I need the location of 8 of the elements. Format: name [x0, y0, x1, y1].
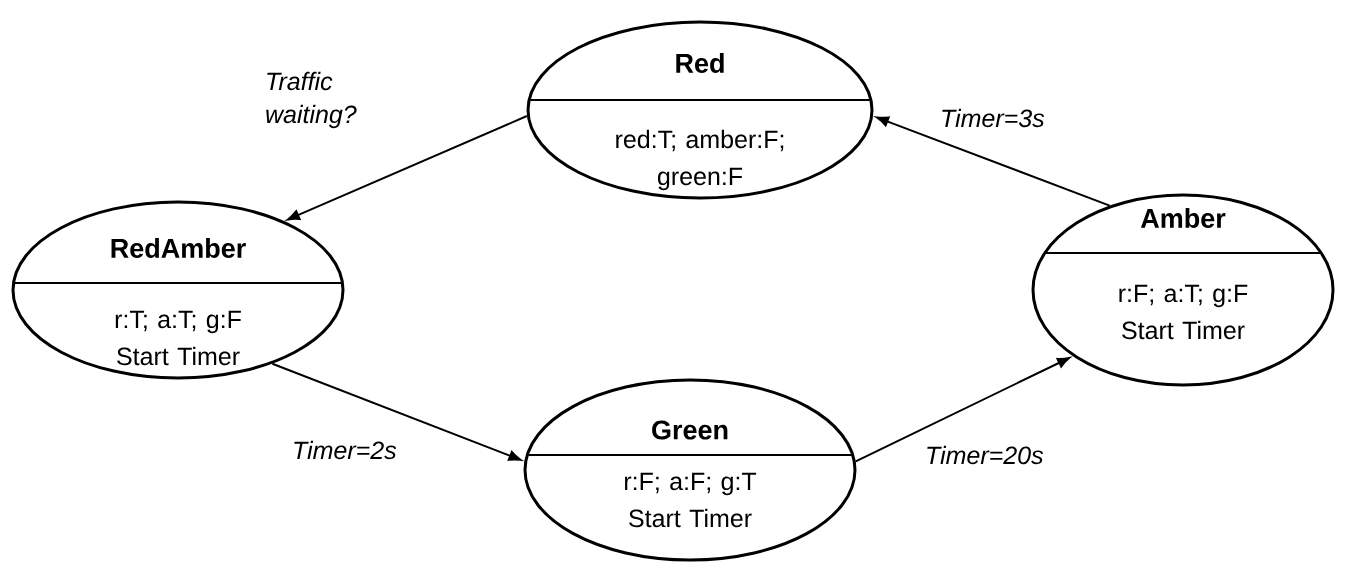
edge-label: Timer=20s: [927, 445, 1044, 465]
arrow: [854, 357, 1071, 463]
arrow: [286, 115, 528, 221]
edge-label: Timer=2s: [294, 440, 397, 460]
arrow: [271, 362, 522, 461]
edge-label: Traffic waiting?: [266, 71, 357, 129]
arrow: [875, 116, 1111, 207]
edge-label: Timer=3s: [942, 108, 1045, 128]
